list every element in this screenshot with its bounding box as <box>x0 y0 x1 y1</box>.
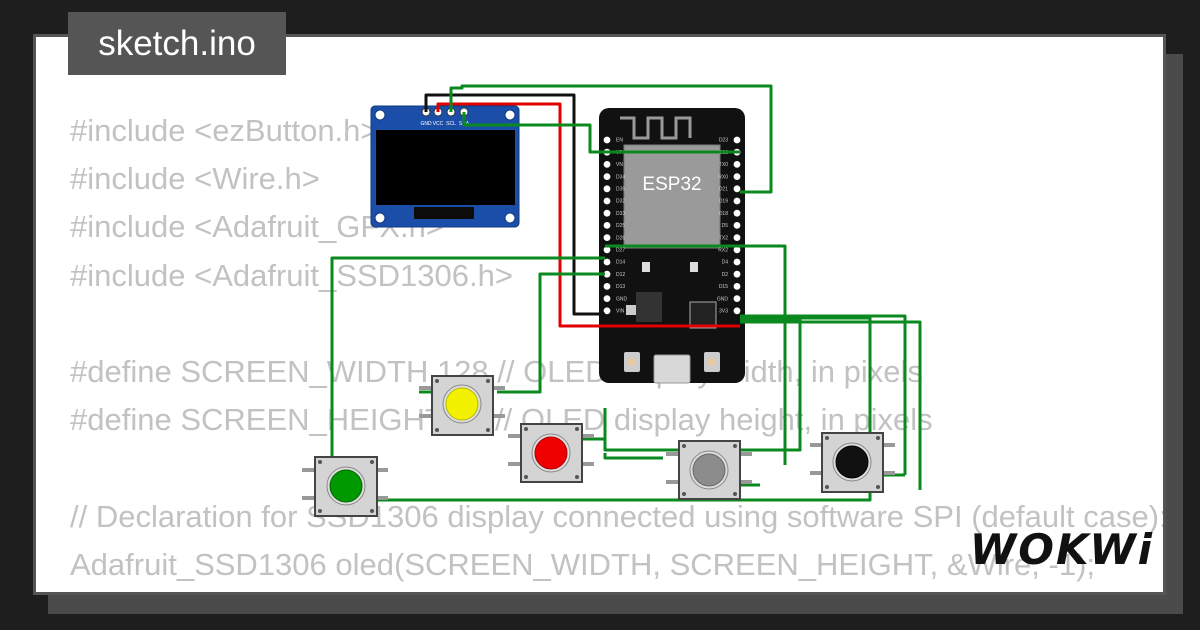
wire-red-button <box>603 318 802 452</box>
esp32-chip-label: ESP32 <box>642 174 701 195</box>
esp32-pin[interactable] <box>733 246 741 254</box>
wire-yellow-button <box>497 272 605 394</box>
esp32-pin-label: D25 <box>616 223 625 229</box>
esp32-chip <box>623 144 721 249</box>
wires <box>330 84 922 502</box>
esp32-pin-label: D13 <box>616 284 625 290</box>
esp32-pin-label: VIN <box>616 309 625 315</box>
esp32-pin[interactable] <box>733 295 741 302</box>
oled-pin-label: SCL <box>446 121 456 127</box>
esp32-pin[interactable] <box>733 270 741 278</box>
oled-pin-label: VCC <box>433 121 444 127</box>
esp32-pin-label: RX0 <box>718 174 728 180</box>
wokwi-logo: WOKWi <box>970 525 1154 574</box>
wire-grey-button <box>605 244 787 465</box>
esp32-pin[interactable] <box>603 136 611 144</box>
esp32-pin[interactable] <box>603 246 611 254</box>
esp32-pin-label: D35 <box>616 187 625 193</box>
esp32-pin-label: D21 <box>719 187 728 193</box>
esp32-pin-label: GND <box>616 296 628 302</box>
esp32-pin-label: GND <box>717 296 729 302</box>
pushbutton-yellow[interactable] <box>419 375 505 436</box>
esp32-pin[interactable] <box>733 185 741 193</box>
wire-grey-ground <box>603 453 663 460</box>
esp32-pin-label: TX2 <box>719 235 728 241</box>
usb-port <box>653 354 691 384</box>
code-line: #define SCREEN_HEIGHT 64 // OLED display… <box>70 402 933 438</box>
wire-green-button <box>330 256 605 473</box>
code-line: #include <Wire.h> <box>70 161 320 197</box>
esp32-pin-label: D33 <box>616 211 625 217</box>
esp32-pin[interactable] <box>603 270 611 278</box>
oled-pin-label: GND <box>420 121 432 127</box>
button-cap <box>329 469 363 503</box>
esp32-pin-label: D32 <box>616 199 625 205</box>
button-cap <box>445 387 479 421</box>
esp32-pin[interactable] <box>603 234 611 242</box>
esp32-pin-label: D23 <box>719 138 728 144</box>
esp32-pin[interactable] <box>603 307 611 315</box>
esp32-pin[interactable] <box>733 173 741 181</box>
esp32-pin[interactable] <box>603 283 611 290</box>
esp32-pin[interactable] <box>733 136 741 144</box>
file-tab[interactable]: sketch.ino <box>68 12 286 75</box>
pushbutton-red[interactable] <box>508 423 594 483</box>
wokwi-logo-text: WOKWi <box>970 525 1154 574</box>
pushbutton-grey[interactable] <box>666 440 752 500</box>
esp32-pin[interactable] <box>733 222 741 229</box>
button-cap <box>835 445 869 479</box>
esp32-pin[interactable] <box>733 234 741 242</box>
esp32-pin-label: RX2 <box>718 248 728 254</box>
wire-ground-rail-2 <box>740 320 922 490</box>
esp32-pin-label: D5 <box>722 223 729 229</box>
esp32-pin-label: VN <box>616 162 623 168</box>
wire-ground-rail <box>378 316 872 502</box>
wire-black-button <box>740 314 907 475</box>
esp32-pin-label: D19 <box>719 199 728 205</box>
antenna-trace <box>620 116 692 140</box>
pushbutton-green[interactable] <box>302 456 388 517</box>
esp32-pin[interactable] <box>733 209 741 217</box>
wire-ground <box>424 93 605 316</box>
code-line: #include <Adafruit_SSD1306.h> <box>70 257 513 293</box>
wire-scl <box>449 84 773 194</box>
esp32-pin-label: D14 <box>616 260 625 266</box>
code-line: #include <ezButton.h> <box>70 113 379 148</box>
esp32-pin[interactable] <box>603 161 611 168</box>
pushbutton-black[interactable] <box>810 432 895 493</box>
esp32-pin[interactable] <box>733 283 741 290</box>
esp32-pin-label: EN <box>616 138 623 144</box>
esp32-pin-label: D27 <box>616 248 625 254</box>
esp32-pin[interactable] <box>603 258 611 266</box>
esp32-pin-label: D4 <box>722 260 729 266</box>
esp32-pin-label: D34 <box>616 174 625 180</box>
button-cap <box>692 453 726 487</box>
wire-sda <box>462 112 740 154</box>
esp32-pin-label: D2 <box>722 272 729 278</box>
esp32-pin-label: D15 <box>719 284 728 290</box>
esp32-pin-label: D18 <box>719 211 728 217</box>
code-block: #include <ezButton.h> #include <Wire.h> … <box>70 107 1163 589</box>
esp32-pin[interactable] <box>733 161 741 168</box>
esp32-pin-label: D12 <box>616 272 625 278</box>
oled-screen <box>376 130 515 205</box>
esp32-pin[interactable] <box>603 197 611 205</box>
oled-display[interactable]: GND VCC SCL SDA <box>370 105 520 228</box>
esp32-pin[interactable] <box>733 197 741 205</box>
esp32-pin[interactable] <box>603 295 611 302</box>
esp32-pin-label: TX0 <box>719 162 728 168</box>
wire-power <box>436 102 740 328</box>
esp32-pin[interactable] <box>603 222 611 229</box>
esp32-pin[interactable] <box>603 209 611 217</box>
esp32-pin[interactable] <box>603 173 611 181</box>
esp32-pin[interactable] <box>733 258 741 266</box>
esp32-pin[interactable] <box>603 185 611 193</box>
button-cap <box>534 436 568 470</box>
code-line: Adafruit_SSD1306 oled(SCREEN_WIDTH, SCRE… <box>70 546 1096 582</box>
esp32-pin[interactable] <box>733 307 741 315</box>
esp32-pin-label: D26 <box>616 235 625 241</box>
esp32-pin-label: 3V3 <box>719 309 728 315</box>
